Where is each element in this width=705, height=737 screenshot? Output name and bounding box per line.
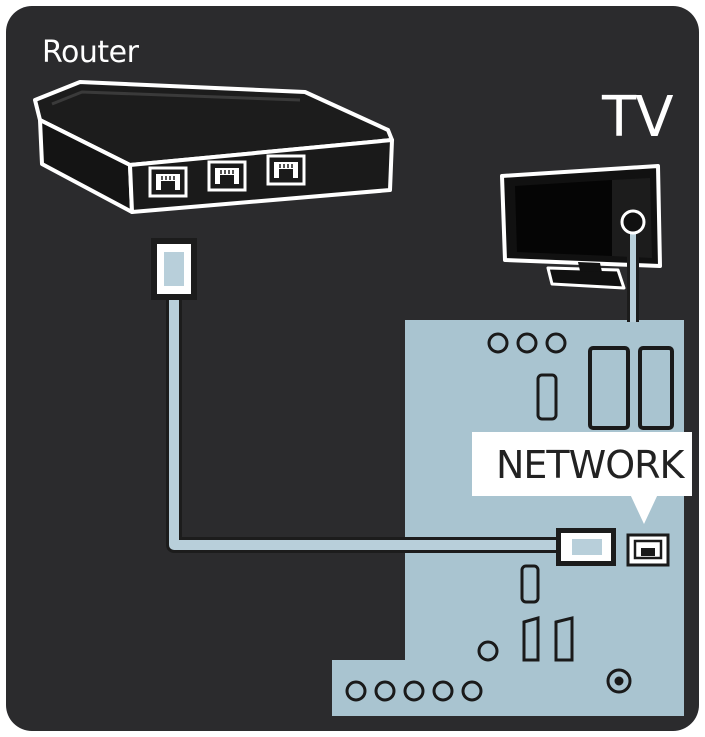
tv-label: TV	[602, 90, 673, 146]
router-label: Router	[42, 38, 138, 68]
ethernet-port-icon	[628, 535, 668, 565]
router-cable-plug	[151, 238, 197, 300]
tv-cable-plug	[556, 528, 616, 566]
network-label: NETWORK	[496, 446, 683, 484]
